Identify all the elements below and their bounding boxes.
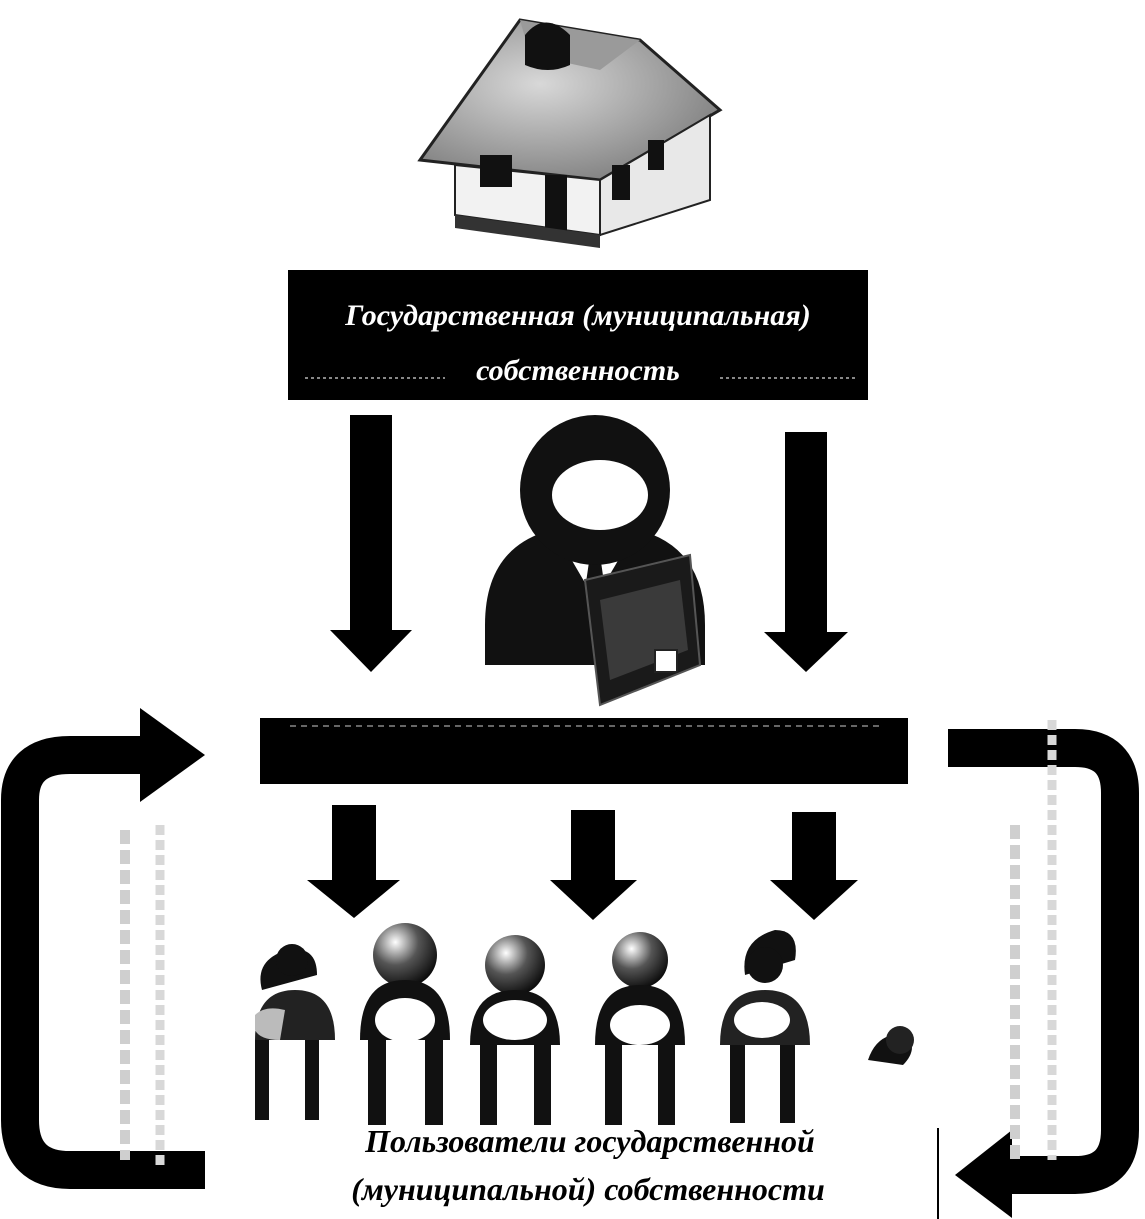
state-property-title-line1: Государственная (муниципальная): [344, 299, 811, 332]
state-property-title-line2: собственность: [476, 354, 680, 387]
arrow-down-users-3: [770, 812, 858, 920]
user-figure-icon: [595, 932, 685, 1125]
right-side-caption: [1015, 720, 1052, 1160]
user-figure-icon: [255, 944, 335, 1120]
users-label: Пользователи государственной (муниципаль…: [351, 1123, 938, 1219]
user-figure-icon: [470, 935, 560, 1125]
state-property-box: Государственная (муниципальная) собствен…: [288, 270, 868, 400]
user-figure-icon: [360, 923, 450, 1125]
left-side-caption: [105, 820, 185, 1165]
manager-person-icon: [485, 415, 705, 705]
left-feedback-arrow: [20, 708, 205, 1170]
right-feedback-arrow: [948, 748, 1120, 1218]
users-label-line1: Пользователи государственной: [364, 1123, 815, 1159]
user-figure-icon: [720, 930, 810, 1123]
arrow-down-users-1: [307, 805, 400, 918]
user-group-icon: [255, 923, 914, 1125]
arrow-down-left: [330, 415, 412, 672]
user-figure-icon: [868, 1026, 914, 1065]
house-icon: [420, 20, 720, 248]
users-label-line2: (муниципальной) собственности: [351, 1171, 825, 1207]
management-body-bar: [260, 718, 908, 784]
arrow-down-users-2: [550, 810, 637, 920]
arrow-down-right: [764, 432, 848, 672]
